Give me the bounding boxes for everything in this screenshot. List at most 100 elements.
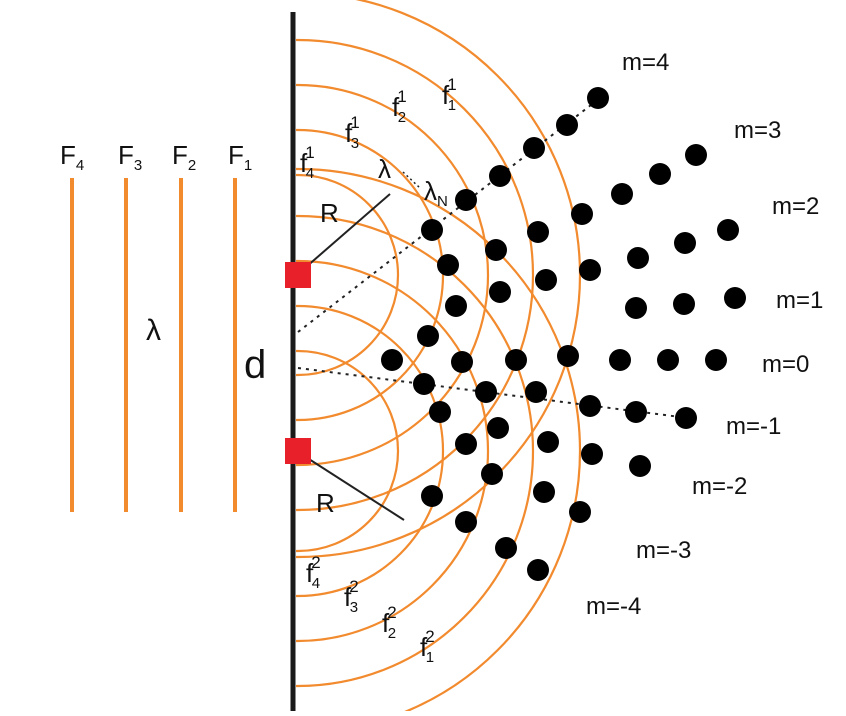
interference-point-37 bbox=[675, 407, 697, 429]
interference-point-2 bbox=[556, 114, 578, 136]
interference-point-46 bbox=[569, 501, 591, 523]
interference-point-25 bbox=[381, 349, 403, 371]
interference-point-14 bbox=[527, 221, 549, 243]
order-labels: m=4 m=3 m=2 m=1 m=0 m=-1 m=-2 m=-3 m=-4 bbox=[586, 49, 823, 620]
interference-point-33 bbox=[475, 381, 497, 403]
slit-bottom bbox=[285, 438, 311, 464]
label-d: d bbox=[244, 343, 266, 387]
wavefront-arc-top-4 bbox=[296, 38, 535, 512]
order-label-m-3: m=-3 bbox=[636, 537, 691, 564]
wavefront-arc-bottom-1 bbox=[296, 349, 400, 553]
interference-point-29 bbox=[609, 349, 631, 371]
label-F1: F1 bbox=[228, 140, 252, 174]
label-lambda-n: λN bbox=[424, 176, 448, 210]
interference-point-43 bbox=[455, 433, 477, 455]
wavefront-arc-top-2 bbox=[296, 128, 445, 422]
order-label-m3: m=3 bbox=[734, 117, 781, 144]
interference-point-4 bbox=[489, 165, 511, 187]
wavefront-arc-bottom-5 bbox=[296, 167, 582, 711]
order-label-m2: m=2 bbox=[772, 193, 819, 220]
interference-point-9 bbox=[611, 183, 633, 205]
interference-point-1 bbox=[587, 87, 609, 109]
wavefront-arc-top-1 bbox=[296, 173, 400, 377]
interference-point-17 bbox=[724, 287, 746, 309]
interference-point-7 bbox=[685, 144, 707, 166]
wavefront-labels: F4 F3 F2 F1 λ bbox=[60, 140, 252, 347]
interference-point-38 bbox=[429, 401, 451, 423]
interference-point-16 bbox=[437, 254, 459, 276]
interference-point-45 bbox=[533, 481, 555, 503]
interference-point-18 bbox=[673, 293, 695, 315]
radius-top-line bbox=[297, 193, 391, 275]
interference-point-31 bbox=[705, 349, 727, 371]
radius-bottom-line bbox=[297, 451, 405, 521]
interference-point-24 bbox=[417, 325, 439, 347]
interference-points bbox=[381, 87, 746, 581]
interference-point-13 bbox=[571, 203, 593, 225]
incident-wavefronts bbox=[70, 178, 237, 512]
interference-point-50 bbox=[527, 559, 549, 581]
interference-point-3 bbox=[523, 137, 545, 159]
order-label-m0: m=0 bbox=[762, 351, 809, 378]
interference-point-39 bbox=[487, 417, 509, 439]
interference-point-36 bbox=[625, 401, 647, 423]
interference-point-21 bbox=[535, 269, 557, 291]
label-lambda-top: λ bbox=[378, 154, 391, 184]
interference-point-32 bbox=[413, 373, 435, 395]
order-label-m-2: m=-2 bbox=[692, 473, 747, 500]
interference-point-42 bbox=[629, 455, 651, 477]
label-lambda-incident: λ bbox=[146, 314, 161, 347]
interference-point-22 bbox=[489, 281, 511, 303]
slit-top bbox=[285, 262, 311, 288]
order-minus1-guide-line bbox=[297, 367, 689, 419]
interference-point-34 bbox=[525, 381, 547, 403]
wavefront-arc-bottom-2 bbox=[296, 304, 445, 598]
wavefront-arc-bottom-4 bbox=[296, 214, 535, 688]
interference-point-27 bbox=[505, 349, 527, 371]
interference-point-30 bbox=[657, 349, 679, 371]
interference-point-11 bbox=[674, 232, 696, 254]
lambda-spacing-line bbox=[402, 171, 421, 189]
interference-point-19 bbox=[625, 297, 647, 319]
order-label-m-4: m=-4 bbox=[586, 593, 641, 620]
wavefront-arc-top-3 bbox=[296, 83, 490, 467]
order-label-m4: m=4 bbox=[622, 49, 669, 76]
interference-point-49 bbox=[495, 537, 517, 559]
label-R-top: R bbox=[320, 198, 339, 228]
guide-lines bbox=[297, 97, 689, 521]
label-F3: F3 bbox=[118, 140, 142, 174]
interference-point-6 bbox=[421, 219, 443, 241]
interference-point-41 bbox=[581, 443, 603, 465]
order-label-m1: m=1 bbox=[776, 287, 823, 314]
interference-point-12 bbox=[627, 247, 649, 269]
wavefront-arc-top-5 bbox=[296, 0, 582, 559]
interference-point-8 bbox=[649, 163, 671, 185]
interference-point-26 bbox=[451, 351, 473, 373]
interference-point-28 bbox=[557, 345, 579, 367]
interference-point-44 bbox=[481, 463, 503, 485]
label-R-bottom: R bbox=[316, 488, 335, 518]
interference-point-23 bbox=[445, 295, 467, 317]
geometry-labels: d R R λ λN bbox=[244, 154, 448, 518]
label-F4: F4 bbox=[60, 140, 84, 174]
interference-point-20 bbox=[579, 259, 601, 281]
order-label-m-1: m=-1 bbox=[726, 413, 781, 440]
interference-point-40 bbox=[537, 431, 559, 453]
interference-point-10 bbox=[717, 219, 739, 241]
order-4-guide-line bbox=[297, 97, 601, 333]
interference-point-35 bbox=[579, 395, 601, 417]
label-F2: F2 bbox=[172, 140, 196, 174]
wavefront-arc-bottom-3 bbox=[296, 259, 490, 643]
